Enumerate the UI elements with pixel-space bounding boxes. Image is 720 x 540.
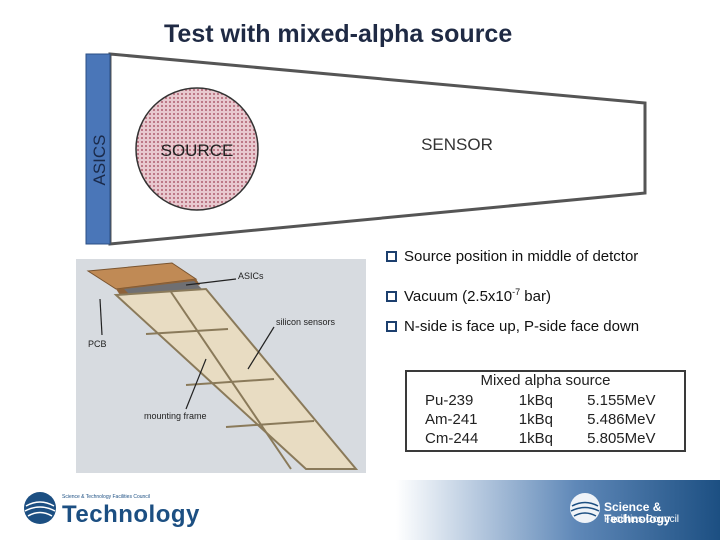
- sensor-label: SENSOR: [421, 135, 493, 154]
- source-circle: [135, 87, 259, 211]
- bullet-source-position: Source position in middle of detctor: [386, 246, 716, 281]
- photo-label-silicon: silicon sensors: [276, 317, 336, 327]
- table-row: Pu-239 1kBq 5.155MeV: [425, 392, 656, 409]
- council-small-text: Science & Technology Facilities Council: [62, 494, 151, 500]
- footer-band: [0, 480, 720, 540]
- stfc-right-line2: Facilities Council: [604, 514, 680, 525]
- source-label: SOURCE: [161, 141, 234, 160]
- stfc-globe-icon: [24, 492, 56, 524]
- technology-wordmark: Technology: [62, 501, 200, 528]
- slide-title: Test with mixed-alpha source: [164, 20, 513, 48]
- checkbox-bullet-icon: [386, 321, 397, 332]
- bullet-orientation: N-side is face up, P-side face down: [386, 316, 716, 351]
- bullet-vacuum: Vacuum (2.5x10-7 bar): [386, 281, 716, 316]
- checkbox-bullet-icon: [386, 251, 397, 262]
- photo-label-frame: mounting frame: [144, 411, 207, 421]
- table-row: Am-241 1kBq 5.486MeV: [425, 411, 656, 428]
- stfc-right-line1: Science & Technology: [604, 500, 671, 526]
- photo-label-pcb: PCB: [88, 339, 107, 349]
- asics-label: ASICS: [90, 134, 109, 185]
- bullet-list: Source position in middle of detctor Vac…: [386, 246, 716, 351]
- checkbox-bullet-icon: [386, 291, 397, 302]
- table-row: Cm-244 1kBq 5.805MeV: [425, 430, 656, 447]
- table-grid: Pu-239 1kBq 5.155MeV Am-241 1kBq 5.486Me…: [425, 392, 675, 449]
- photo-label-asics: ASICs: [238, 271, 264, 281]
- asics-bar: [85, 53, 111, 245]
- detector-photo-art: ASICs silicon sensors PCB mounting frame: [76, 259, 366, 473]
- detector-photo: ASICs silicon sensors PCB mounting frame: [76, 259, 366, 473]
- stfc-globe-icon-right: [570, 493, 600, 523]
- source-table: Mixed alpha source Pu-239 1kBq 5.155MeV …: [405, 370, 686, 452]
- table-title: Mixed alpha source: [480, 372, 611, 389]
